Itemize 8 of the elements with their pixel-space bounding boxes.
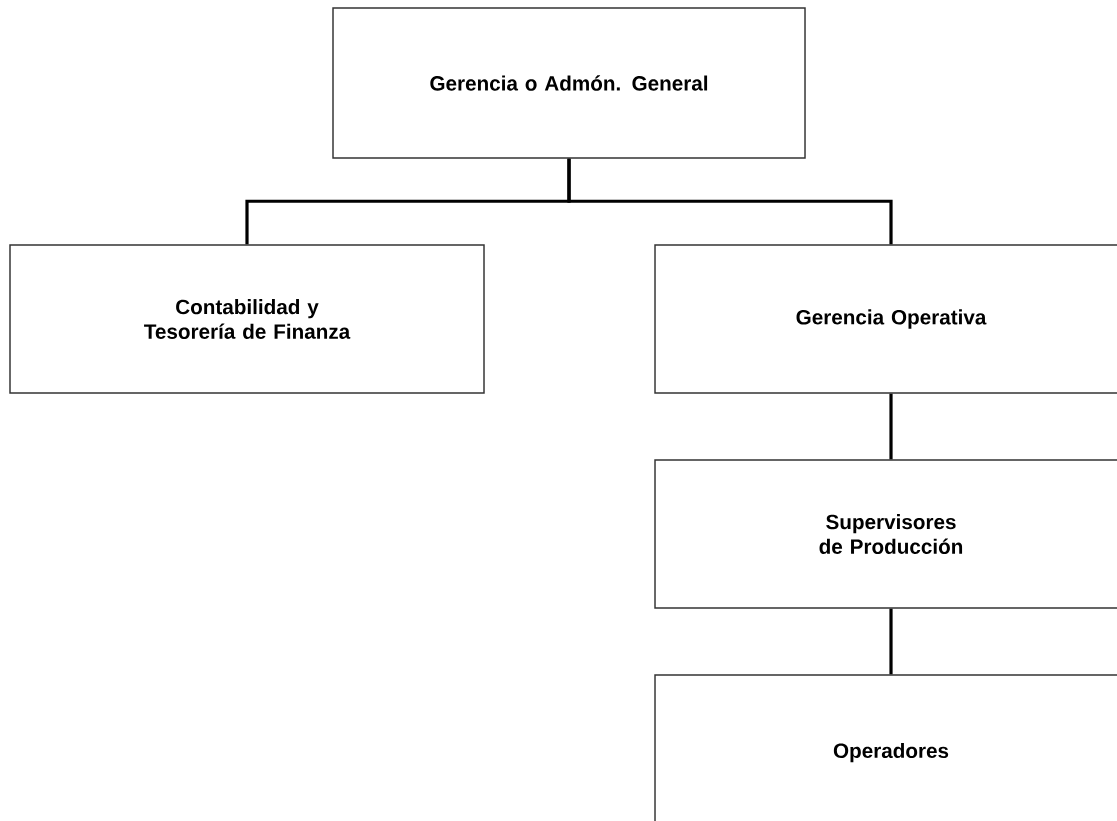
connector-line bbox=[567, 158, 893, 245]
org-box: Gerencia o Admón. General bbox=[332, 7, 806, 159]
org-box: Gerencia Operativa bbox=[654, 244, 1117, 394]
org-box: Contabilidad y Tesorería de Finanza bbox=[9, 244, 485, 394]
connector-line bbox=[889, 393, 893, 460]
org-box: Supervisores de Producción bbox=[654, 459, 1117, 609]
connector-line bbox=[889, 608, 893, 675]
org-box: Operadores bbox=[654, 674, 1117, 821]
